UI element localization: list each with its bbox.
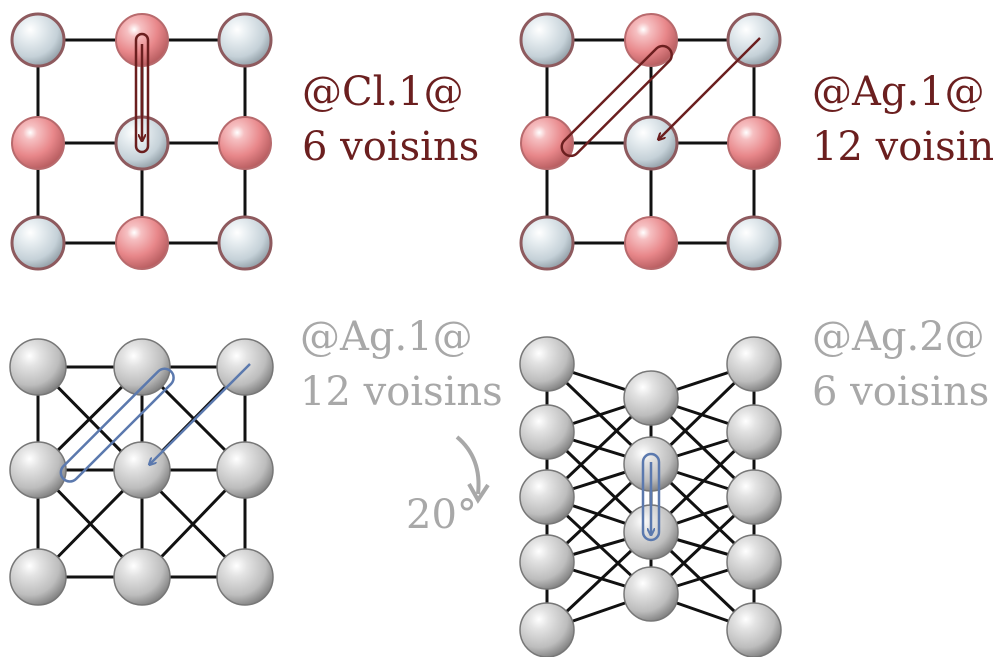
ag-atom xyxy=(216,441,274,499)
ag-atom xyxy=(9,548,67,606)
cl-atom xyxy=(624,216,678,270)
atoms xyxy=(10,12,273,271)
rotation-label: 20° xyxy=(406,492,477,538)
cl-atom xyxy=(727,116,781,170)
ag-atom xyxy=(9,338,67,396)
ag-atom xyxy=(216,338,274,396)
ag-atom xyxy=(216,548,274,606)
neighbour-arrow xyxy=(641,452,661,542)
ag-atom xyxy=(519,12,575,68)
ag-atom xyxy=(726,469,782,525)
panel-label-line2: 12 voisins xyxy=(300,369,503,415)
ag-atom xyxy=(217,215,273,271)
neighbour-arrow xyxy=(560,37,761,158)
ag-atom xyxy=(519,534,575,590)
panel-ag-rotated: @Ag.2@ 6 voisins xyxy=(519,314,989,657)
ag-atom xyxy=(519,602,575,657)
rotation-indicator: 20° xyxy=(406,435,490,538)
ag-atom xyxy=(623,566,679,622)
neighbour-arrow xyxy=(134,32,150,154)
cl-atom xyxy=(11,116,65,170)
ag-atom xyxy=(726,404,782,460)
ag-atom xyxy=(113,338,171,396)
neighbour-arrow xyxy=(59,363,251,483)
ag-atom xyxy=(726,534,782,590)
ag-atom xyxy=(519,469,575,525)
panel-ag-cubic: @Ag.1@ 12 voisins xyxy=(519,12,993,271)
ag-atom xyxy=(726,215,782,271)
atoms xyxy=(519,336,782,657)
atoms xyxy=(9,338,274,606)
ag-atom xyxy=(519,404,575,460)
ag-atom xyxy=(10,12,66,68)
atoms xyxy=(519,12,782,271)
panel-label-line1: @Ag.1@ xyxy=(300,314,473,360)
panel-ag-fcc: @Ag.1@ 12 voisins xyxy=(9,314,503,606)
panel-cl-octahedral: @Cl.1@ 6 voisins xyxy=(10,12,479,271)
ag-atom xyxy=(519,215,575,271)
ag-atom xyxy=(9,441,67,499)
cl-atom xyxy=(520,116,574,170)
cl-atom xyxy=(115,216,169,270)
panel-label-line1: @Ag.2@ xyxy=(812,314,985,360)
cl-atom xyxy=(624,13,678,67)
ag-atom xyxy=(519,336,575,392)
ag-atom xyxy=(726,12,782,68)
panel-label-line1: @Cl.1@ xyxy=(302,69,464,115)
ag-atom xyxy=(623,370,679,426)
ag-atom-center xyxy=(113,441,171,499)
cl-atom xyxy=(218,116,272,170)
ag-atom xyxy=(10,215,66,271)
ag-atom-center xyxy=(623,115,679,171)
ag-atom xyxy=(726,602,782,657)
panel-label-line2: 12 voisins xyxy=(812,124,993,170)
ag-atom xyxy=(113,548,171,606)
ag-atom xyxy=(217,12,273,68)
panel-label-line1: @Ag.1@ xyxy=(812,69,985,115)
panel-label-line2: 6 voisins xyxy=(302,124,479,170)
ag-atom xyxy=(726,336,782,392)
panel-label-line2: 6 voisins xyxy=(812,369,989,415)
curved-arrow-icon xyxy=(455,435,481,495)
